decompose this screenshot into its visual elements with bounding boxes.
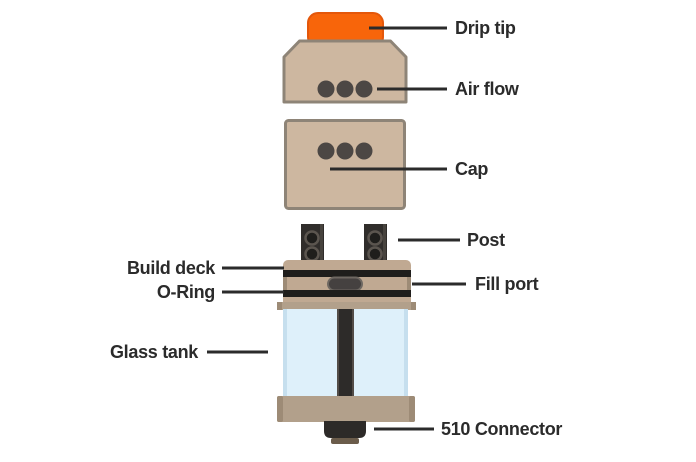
cap-hole-1 [317, 142, 335, 160]
label-cap: Cap [455, 159, 489, 179]
deck-lower-band [283, 297, 411, 303]
flange-edge-shade-left [277, 302, 282, 310]
label-drip-tip: Drip tip [455, 18, 516, 38]
base-edge-shade-right [409, 396, 415, 422]
connector-510-part [324, 421, 366, 438]
label-air-flow: Air flow [455, 79, 519, 99]
cap-hole-3 [355, 142, 373, 160]
label-fill-port: Fill port [475, 274, 539, 294]
connector-510-pin [331, 438, 359, 444]
deck-edge-shade-right [407, 277, 411, 291]
label-510-connector: 510 Connector [441, 419, 563, 439]
airflow-hole-3 [355, 80, 373, 98]
label-o-ring: O-Ring [156, 282, 215, 302]
airflow-hole-2 [336, 80, 354, 98]
cap-hole-2 [336, 142, 354, 160]
chimney-highlight-right [352, 309, 354, 397]
post-left-highlight [320, 224, 323, 266]
fill-port-part [327, 276, 363, 292]
glass-edge-shade-left [283, 309, 287, 397]
airflow-hole-1 [317, 80, 335, 98]
tank-top-flange [277, 302, 416, 310]
label-build-deck: Build deck [126, 258, 215, 278]
post-left-screw-top [304, 230, 320, 246]
airflow-chamber-part [282, 39, 408, 104]
tank-base-part [277, 396, 415, 422]
cap-part [284, 119, 406, 210]
deck-edge-shade-left [283, 277, 287, 291]
post-right-screw-top [367, 230, 383, 246]
post-left-screw-bottom [304, 246, 320, 262]
build-deck-stripe [283, 270, 411, 277]
chimney-highlight-left [337, 309, 339, 397]
o-ring-stripe [283, 290, 411, 297]
label-glass-tank: Glass tank [109, 342, 198, 362]
glass-edge-shade-right [404, 309, 408, 397]
base-edge-shade-left [277, 396, 283, 422]
label-post: Post [467, 230, 505, 250]
center-chimney-column [337, 309, 354, 397]
post-right-screw-bottom [367, 246, 383, 262]
flange-edge-shade-right [411, 302, 416, 310]
post-right-highlight [383, 224, 386, 266]
